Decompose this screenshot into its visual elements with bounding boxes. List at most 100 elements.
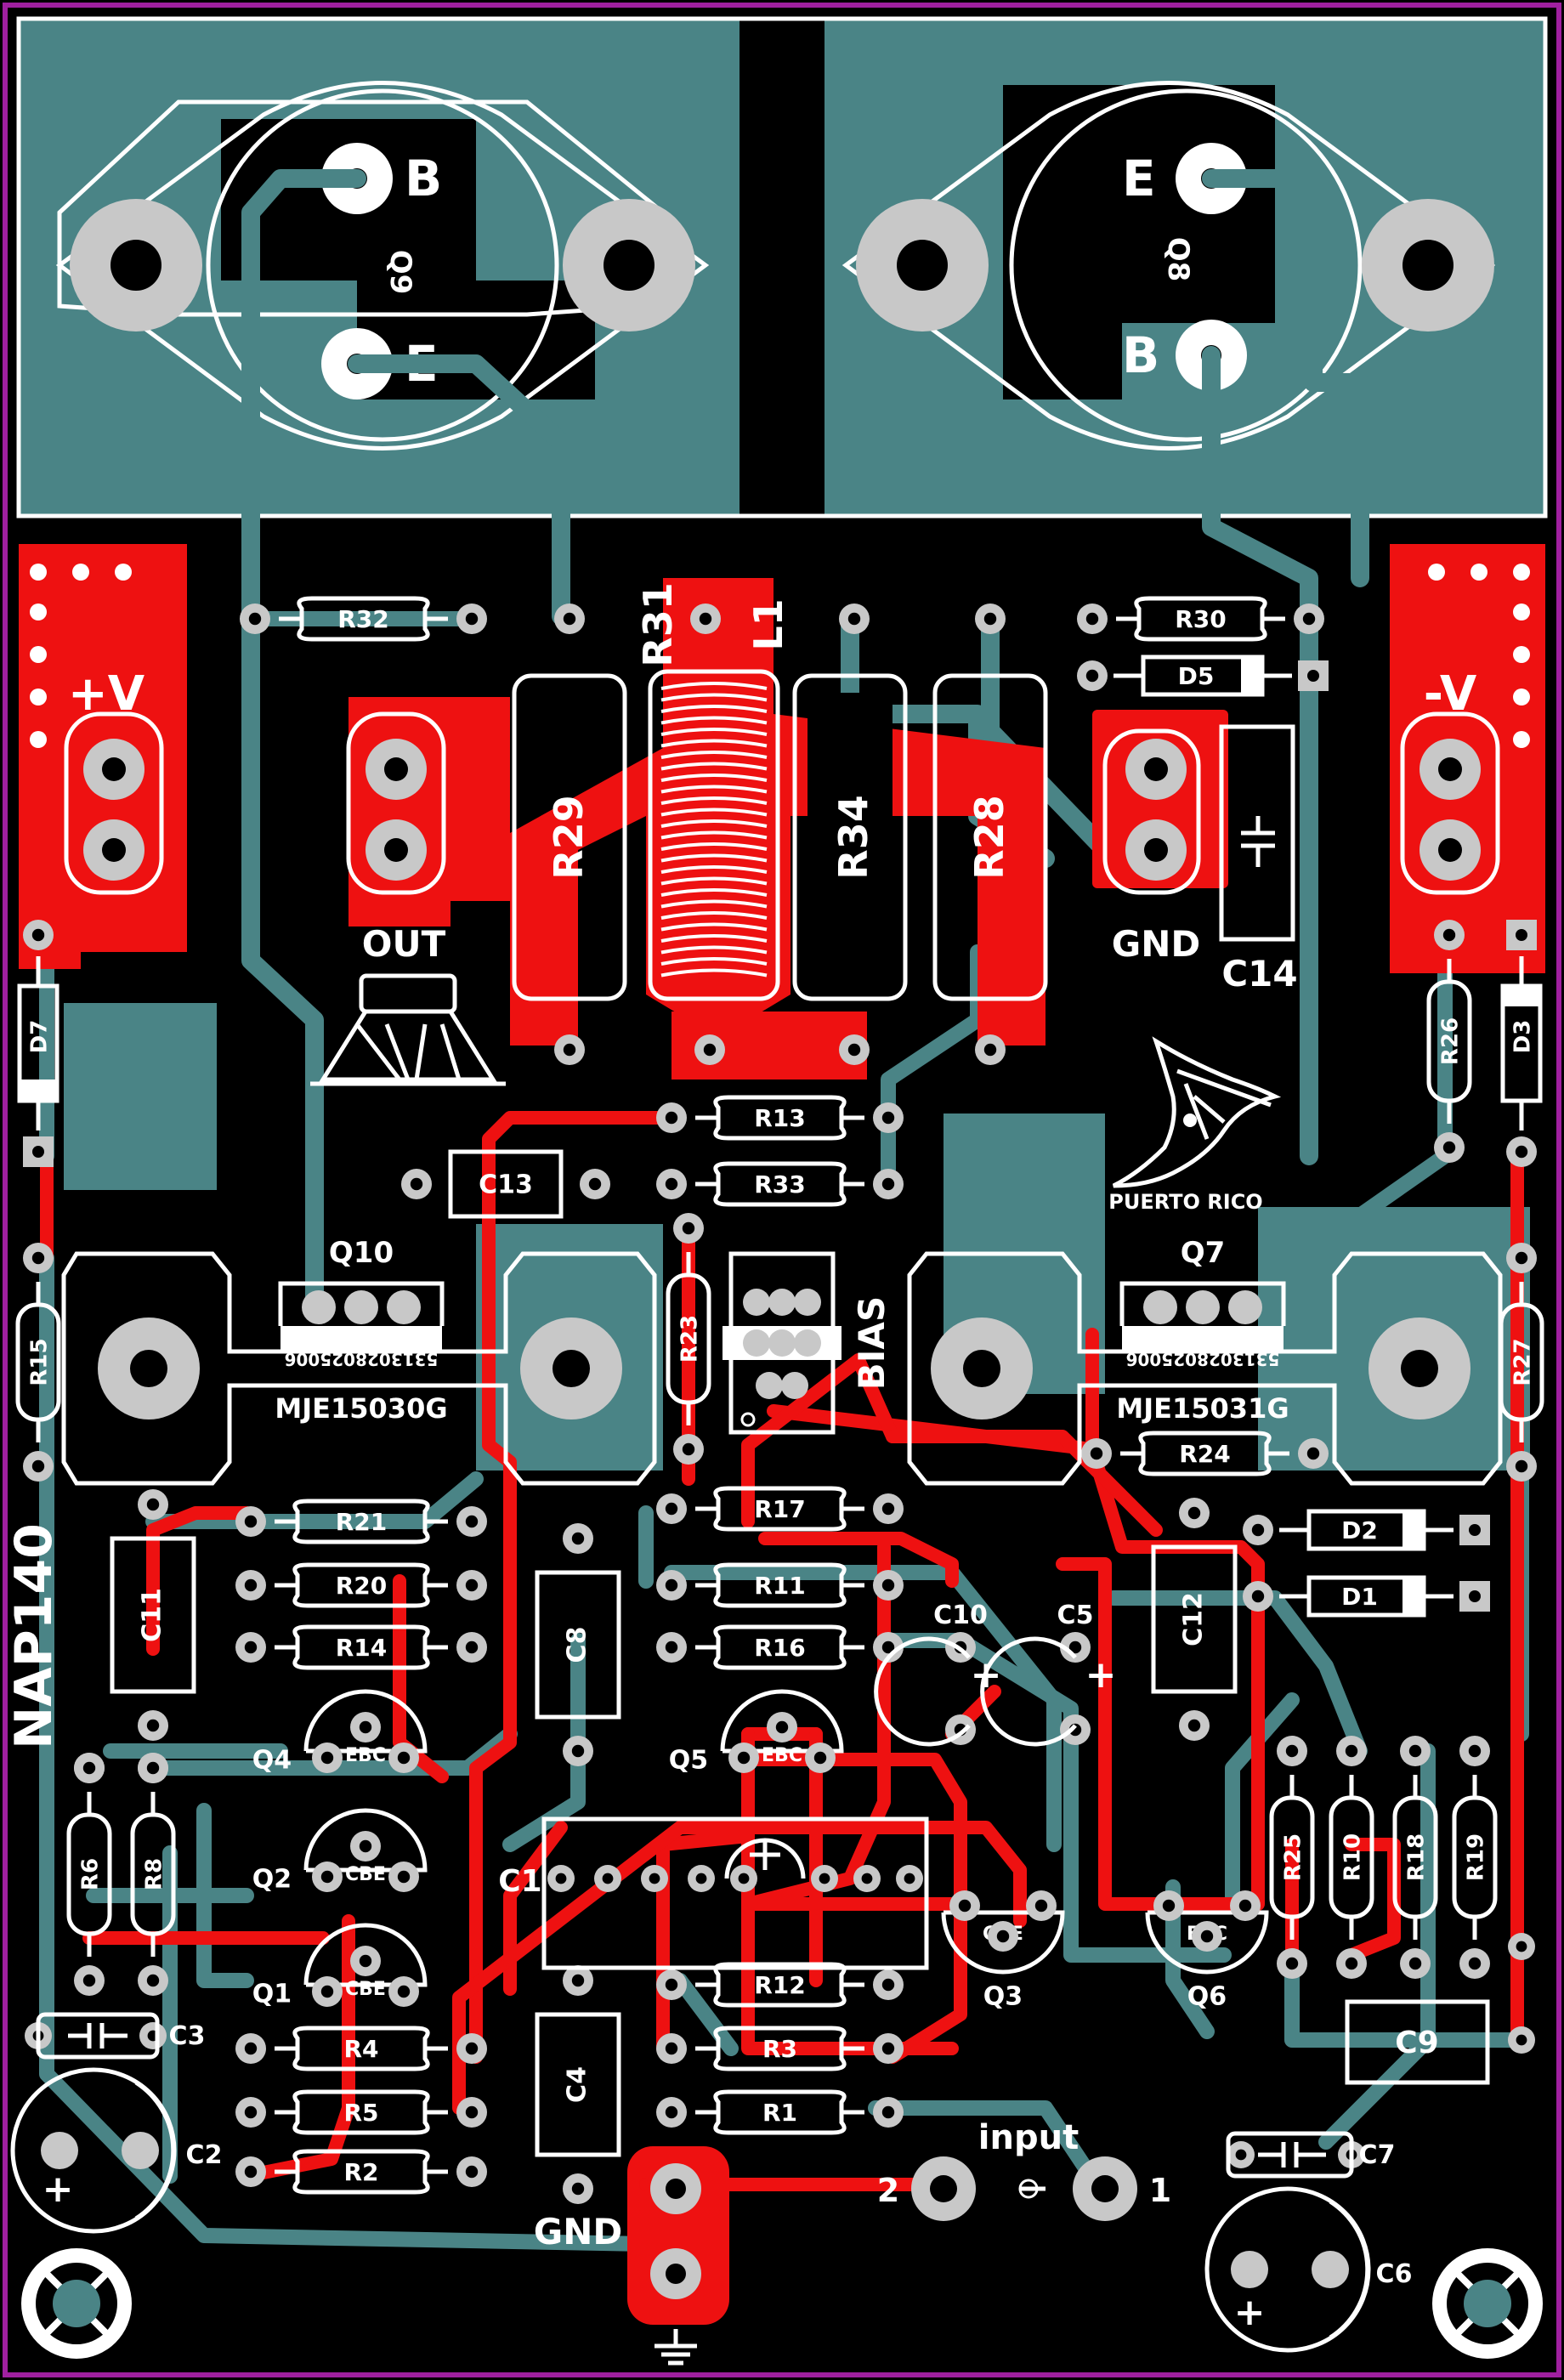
q3-label: Q3 [983, 1982, 1023, 2012]
svg-text:+: + [1234, 2291, 1266, 2334]
fish-logo-icon: PUERTO RICO [1108, 1036, 1282, 1214]
capacitor-c1: C1 [498, 1816, 929, 1970]
r29-label: R29 [546, 795, 592, 879]
input-connector[interactable]: input 2 1 [877, 2118, 1171, 2221]
r17-label: R17 [754, 1495, 806, 1523]
r3-label: R3 [762, 2035, 797, 2063]
r1-label: R1 [762, 2099, 797, 2127]
transistor-q4: EBC Q4 [252, 1689, 428, 1776]
r31-label: R31 [635, 582, 681, 666]
input-pin-1: 1 [1149, 2172, 1171, 2209]
out-label: OUT [362, 923, 446, 965]
capacitor-c3: C3 [36, 2012, 206, 2060]
mounting-hole-left [21, 2248, 132, 2359]
r10-label: R10 [1340, 1833, 1366, 1881]
gnd-bottom: GND [534, 2163, 701, 2366]
resistor-r33: R33 [695, 1161, 864, 1207]
c13-label: C13 [479, 1170, 533, 1200]
capacitor-c12: C12 [1151, 1544, 1238, 1694]
r5-label: R5 [343, 2099, 378, 2127]
resistor-r21: R21 [275, 1499, 448, 1544]
board-outline [3, 3, 1561, 2377]
q7-label: Q7 [1181, 1236, 1226, 1270]
r12-label: R12 [754, 1971, 806, 1999]
q8-pin-b: B [1122, 326, 1159, 384]
top-layer-traces [40, 1111, 1524, 2191]
inductor-l1: L1 R31 [635, 582, 791, 1001]
r19-label: R19 [1464, 1833, 1489, 1881]
terminal-pos-v: +V [64, 666, 164, 895]
diode-d1: D1 [1279, 1575, 1454, 1618]
q4-pinout: EBC [345, 1745, 386, 1766]
resistor-r24: R24 [1120, 1431, 1289, 1476]
capacitor-c10: + C10 [874, 1601, 1001, 1747]
terminal-neg-v: -V [1400, 666, 1500, 895]
q10-part: MJE15030G [275, 1392, 447, 1425]
c10-label: C10 [933, 1601, 988, 1630]
capacitor-c2: + C2 [10, 2067, 223, 2234]
c14-label: C14 [1221, 953, 1297, 994]
resistor-r32: R32 [279, 596, 448, 642]
resistor-r29: R29 [512, 673, 627, 1001]
c5-label: C5 [1057, 1601, 1094, 1630]
resistor-r25: R25 [1269, 1775, 1315, 1940]
resistor-r28: R28 [932, 673, 1048, 1001]
mounting-hole-right [1432, 2248, 1543, 2359]
r26-label: R26 [1438, 1017, 1464, 1065]
r28-label: R28 [966, 795, 1012, 879]
q5-pinout: EBC [762, 1745, 802, 1766]
q8-pin-e: E [1122, 150, 1156, 207]
r27-label: R27 [1510, 1338, 1536, 1386]
resistor-r1: R1 [695, 2089, 864, 2135]
q10-code: 5313028025006 [285, 1349, 439, 1369]
diode-d5: D5 [1114, 654, 1292, 697]
r13-label: R13 [754, 1104, 806, 1132]
resistor-r16: R16 [695, 1624, 864, 1670]
neg-v-label: -V [1424, 666, 1477, 722]
resistor-r20: R20 [275, 1562, 448, 1608]
svg-text:+: + [1085, 1653, 1117, 1697]
resistor-r27: R27 [1499, 1282, 1544, 1442]
gnd-top: GND [1102, 728, 1201, 965]
gnd-bottom-label: GND [534, 2211, 623, 2252]
c9-label: C9 [1395, 2026, 1438, 2060]
capacitor-c11: C11 [110, 1536, 196, 1694]
r15-label: R15 [27, 1338, 53, 1386]
r14-label: R14 [336, 1634, 388, 1662]
d3-label: D3 [1510, 1020, 1536, 1054]
c4-label: C4 [563, 2066, 592, 2103]
q6-label: Q6 [1187, 1982, 1227, 2012]
bias-trimmer[interactable]: BIAS [722, 1251, 892, 1435]
c3-label: C3 [169, 2021, 206, 2051]
resistor-r11: R11 [695, 1562, 864, 1608]
resistor-r23: R23 [666, 1252, 711, 1425]
resistor-r19: R19 [1452, 1775, 1498, 1940]
d2-label: D2 [1341, 1516, 1378, 1544]
resistor-r13: R13 [695, 1095, 864, 1141]
c8-label: C8 [563, 1627, 592, 1663]
r32-label: R32 [337, 605, 389, 633]
c2-label: C2 [186, 2140, 223, 2170]
capacitor-c6: + C6 [1204, 2186, 1412, 2353]
board-name: NAP140 [4, 1523, 64, 1749]
capacitor-c4: C4 [535, 2012, 621, 2157]
resistor-r17: R17 [695, 1486, 864, 1532]
capacitor-c5: + C5 [980, 1601, 1117, 1747]
r8-label: R8 [142, 1858, 167, 1890]
q7-part: MJE15031G [1116, 1392, 1289, 1425]
q4-label: Q4 [252, 1746, 292, 1776]
r16-label: R16 [754, 1634, 806, 1662]
resistor-r14: R14 [275, 1624, 448, 1670]
r23-label: R23 [677, 1315, 703, 1363]
r18-label: R18 [1404, 1833, 1430, 1881]
gnd-top-label: GND [1112, 923, 1201, 965]
transistor-q8: E B Q8 [842, 81, 1496, 450]
r25-label: R25 [1281, 1833, 1306, 1881]
diode-d2: D2 [1279, 1509, 1454, 1551]
transistor-q7: Q7 5313028025006 MJE15031G [907, 1236, 1503, 1486]
input-label: input [978, 2118, 1079, 2157]
q2-label: Q2 [252, 1865, 292, 1895]
